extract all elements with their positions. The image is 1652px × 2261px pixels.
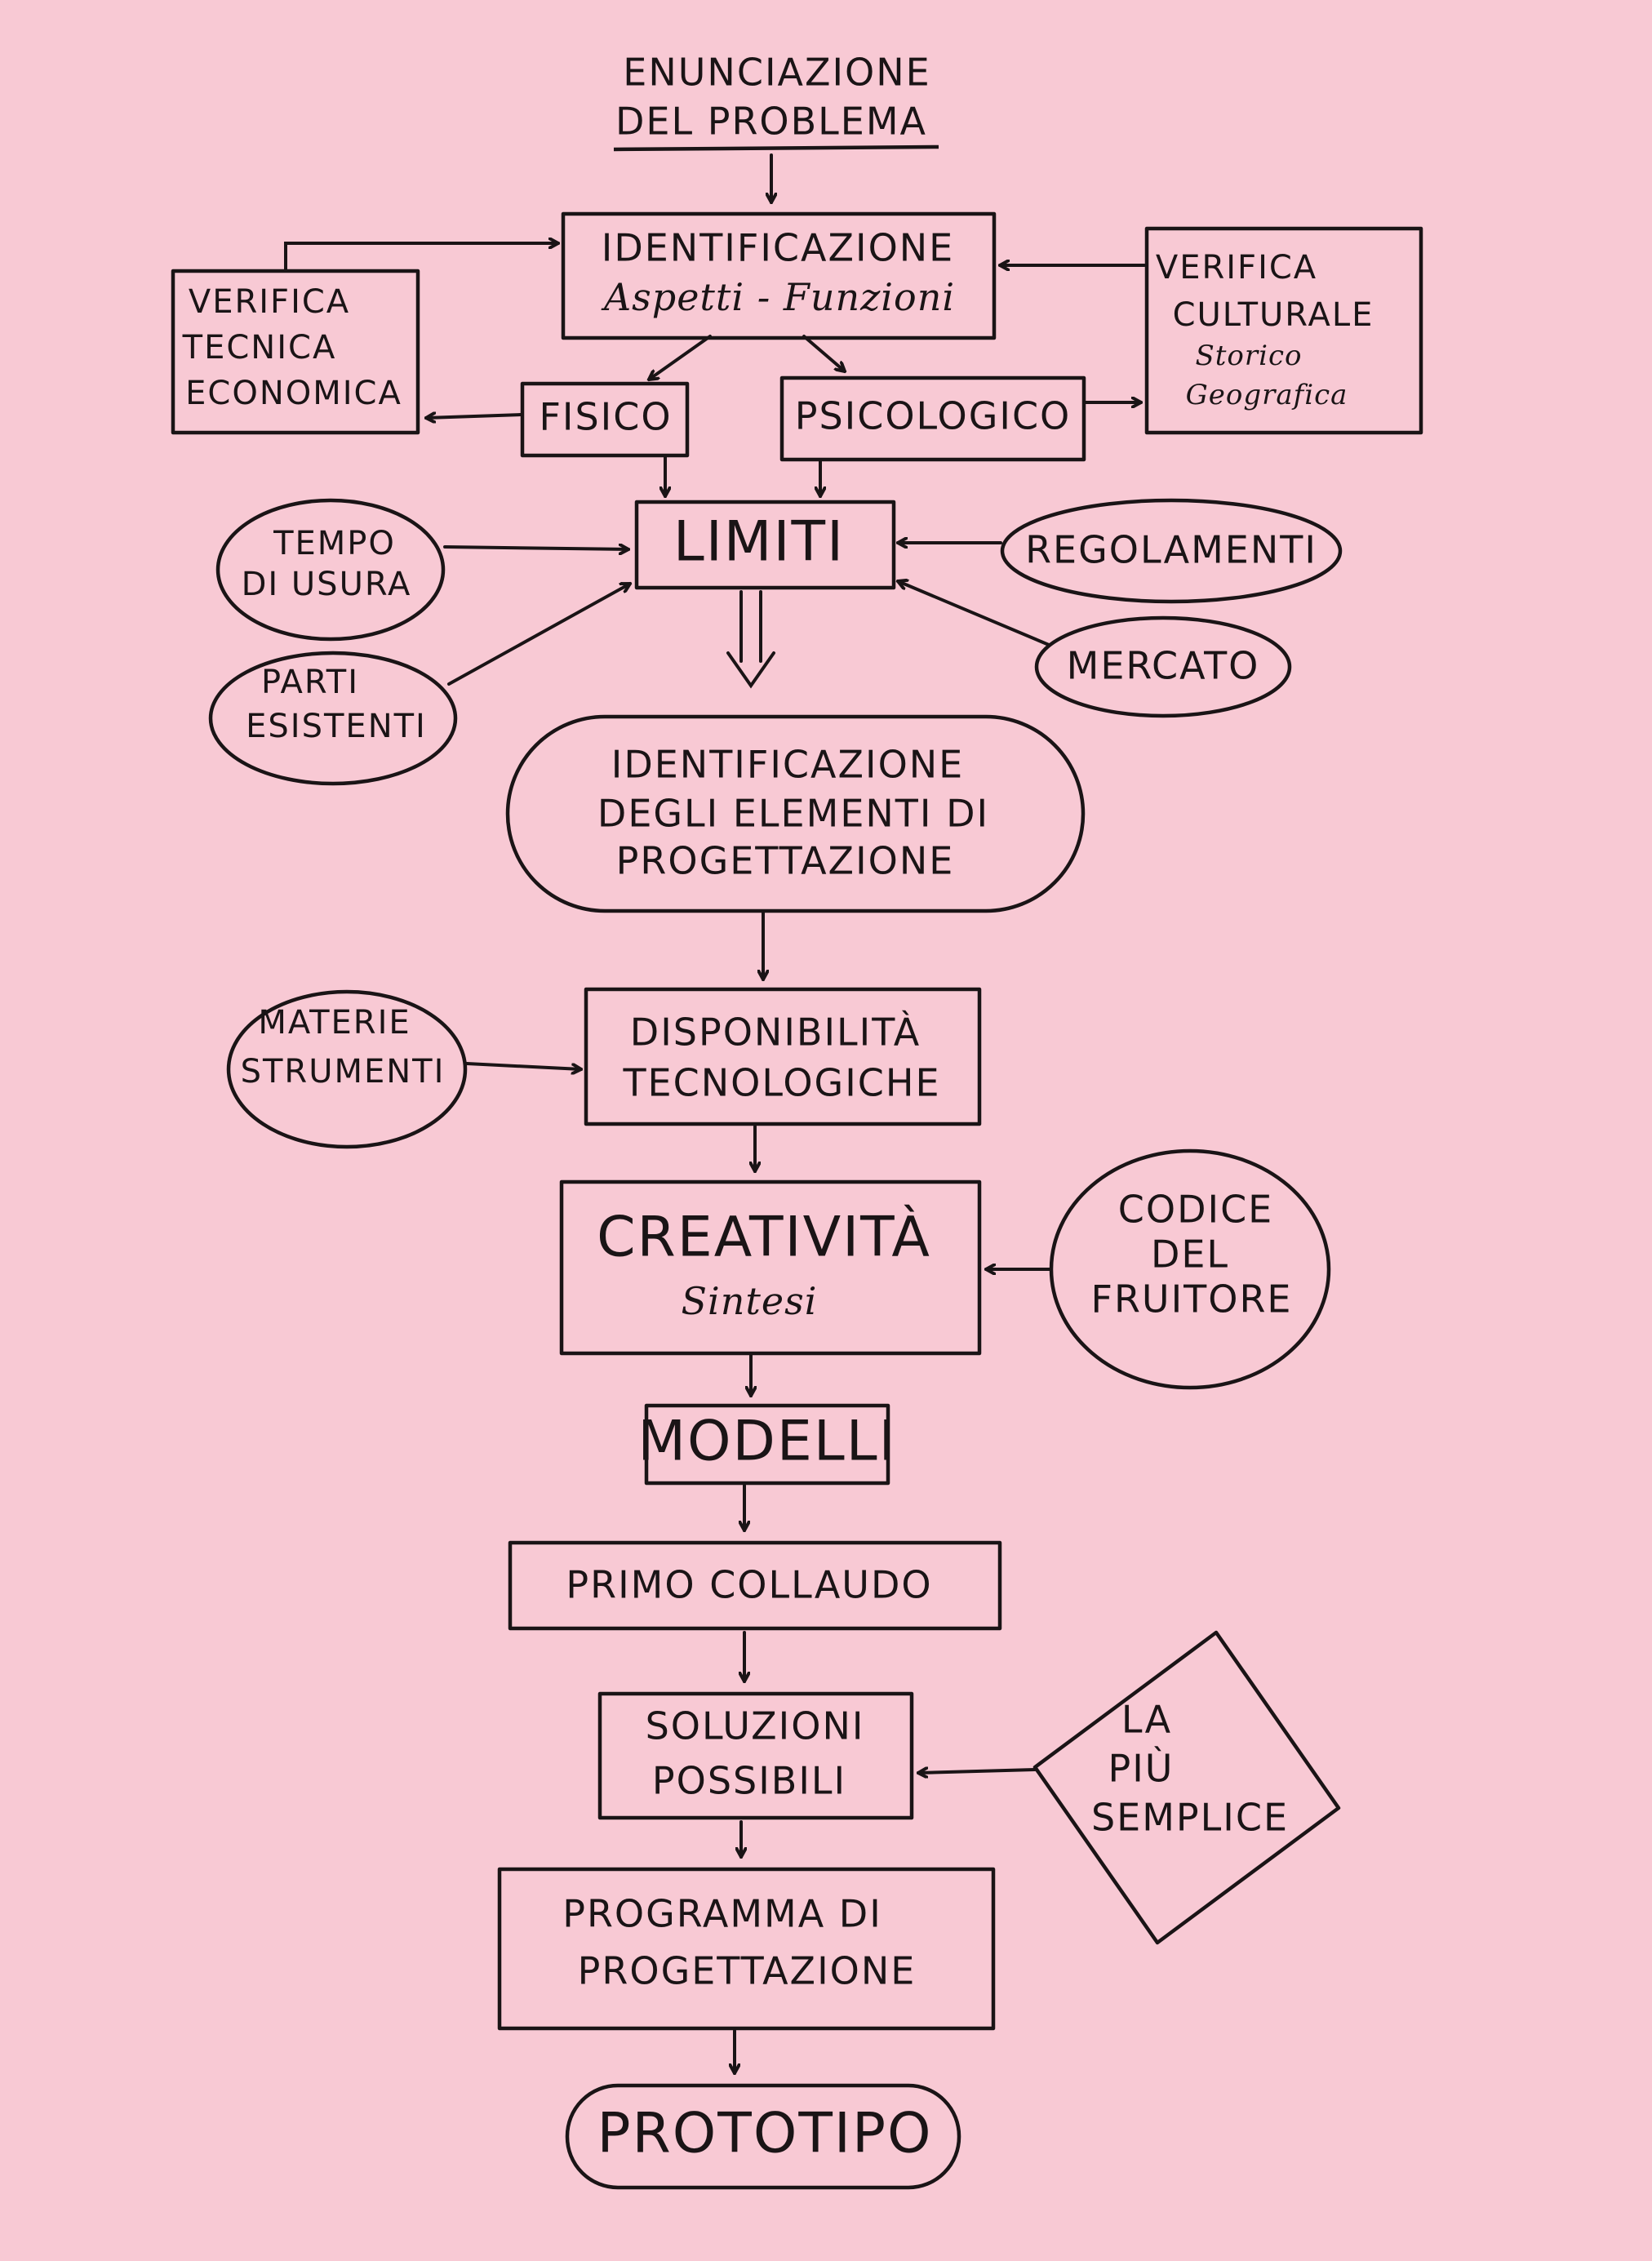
codice-fruitore-line1: CODICE [1118, 1188, 1274, 1232]
soluzioni-frame [597, 1691, 914, 1820]
double-arrow-head [726, 651, 775, 689]
materie-strumenti-ellipse [226, 989, 468, 1149]
prototipo-label: PROTOTIPO [597, 2102, 933, 2166]
verifica-tecnica-box: VERIFICA TECNICA ECONOMICA [171, 269, 420, 435]
disponibilita-box: DISPONIBILITÀ TECNOLOGICHE [584, 987, 982, 1126]
materie-strumenti-line1: MATERIE [258, 1004, 411, 1042]
identificazione-elementi-line1: IDENTIFICAZIONE [611, 743, 965, 787]
verifica-culturale-line3: Storico [1195, 340, 1302, 372]
la-piu-semplice-line1: LA [1121, 1698, 1172, 1742]
regolamenti-label: REGOLAMENTI [1025, 528, 1317, 572]
parti-esistenti-line1: PARTI [261, 664, 359, 701]
identificazione-elementi-line3: PROGETTAZIONE [616, 839, 955, 883]
verifica-culturale-line2: CULTURALE [1173, 296, 1374, 334]
la-piu-semplice-diamond [1032, 1630, 1341, 1945]
verifica-culturale-box: VERIFICA CULTURALE Storico Geografica [1144, 226, 1423, 435]
creativita-box: CREATIVITÀ Sintesi [559, 1179, 982, 1356]
verifica-tecnica-frame [171, 269, 420, 435]
verifica-culturale-frame [1144, 226, 1423, 435]
arrow-identificazione-to-fisico [649, 335, 712, 380]
tempo-di-usura-line2: DI USURA [242, 566, 412, 603]
arrow-tempo-to-limiti [443, 547, 628, 549]
identificazione-elementi-line2: DEGLI ELEMENTI DI [597, 792, 989, 836]
arrow-mercato-to-limiti [898, 581, 1050, 646]
arrow-verifica-tecnica-to-identificazione [284, 243, 560, 271]
problem-statement-line1: ENUNCIAZIONE [623, 51, 930, 95]
tempo-di-usura-line1: TEMPO [273, 525, 396, 562]
programma-box: PROGRAMMA DI PROGETTAZIONE [497, 1867, 996, 2031]
arrow-fisico-to-verifica-tecnica [426, 415, 522, 418]
disponibilita-line2: TECNOLOGICHE [622, 1061, 940, 1105]
mercato-label: MERCATO [1067, 644, 1260, 688]
parti-esistenti-node: PARTI ESISTENTI [208, 651, 458, 786]
programma-line1: PROGRAMMA DI [562, 1892, 882, 1936]
programma-frame [497, 1867, 996, 2031]
problem-statement-line2: DEL PROBLEMA [615, 100, 927, 144]
creativita-frame [559, 1179, 982, 1356]
fisico-box: FISICO [520, 381, 690, 458]
arrow-parti-to-limiti [447, 584, 630, 686]
fisico-label: FISICO [539, 395, 672, 439]
fisico-frame [520, 381, 690, 458]
tempo-di-usura-node: TEMPO DI USURA [215, 498, 446, 642]
creativita-line2: Sintesi [682, 1279, 818, 1323]
codice-fruitore-line2: DEL [1151, 1233, 1229, 1277]
arrow-materie-to-disponibilita [465, 1062, 581, 1069]
primo-collaudo-frame [508, 1540, 1002, 1631]
materie-strumenti-line2: STRUMENTI [241, 1053, 446, 1091]
arrow-identificazione-to-psicologico [802, 335, 845, 371]
creativita-line1: CREATIVITÀ [597, 1205, 931, 1270]
verifica-tecnica-line3: ECONOMICA [185, 375, 402, 412]
disponibilita-frame [584, 987, 982, 1126]
modelli-box: MODELLI [637, 1403, 896, 1486]
identificazione-elementi-frame [505, 714, 1086, 913]
identificazione-box: IDENTIFICAZIONE Aspetti - Funzioni [561, 211, 997, 340]
la-piu-semplice-node: LA PIÙ SEMPLICE [1032, 1630, 1341, 1945]
codice-fruitore-node: CODICE DEL FRUITORE [1049, 1148, 1331, 1390]
identificazione-frame [561, 211, 997, 340]
primo-collaudo-label: PRIMO COLLAUDO [566, 1563, 932, 1607]
verifica-culturale-line1: VERIFICA [1156, 249, 1317, 287]
prototipo-node: PROTOTIPO [565, 2083, 961, 2190]
modelli-frame [644, 1403, 890, 1486]
mercato-node: MERCATO [1034, 615, 1292, 718]
materie-strumenti-node: MATERIE STRUMENTI [226, 989, 468, 1149]
parti-esistenti-line2: ESISTENTI [246, 708, 427, 745]
limiti-frame [634, 500, 896, 590]
psicologico-box: PSICOLOGICO [779, 375, 1086, 462]
arrow-semplice-to-soluzioni [918, 1770, 1037, 1773]
identificazione-elementi-node: IDENTIFICAZIONE DEGLI ELEMENTI DI PROGET… [505, 714, 1086, 913]
mercato-ellipse [1034, 615, 1292, 718]
double-arrow-limiti-to-elementi [726, 590, 775, 689]
verifica-culturale-line4: Geografica [1186, 379, 1348, 411]
prototipo-frame [565, 2083, 961, 2190]
identificazione-line1: IDENTIFICAZIONE [602, 226, 955, 270]
disponibilita-line1: DISPONIBILITÀ [630, 1011, 921, 1055]
programma-line2: PROGETTAZIONE [578, 1949, 917, 1993]
title-underline [613, 144, 939, 152]
soluzioni-line2: POSSIBILI [652, 1759, 846, 1803]
regolamenti-ellipse [1000, 498, 1343, 604]
primo-collaudo-box: PRIMO COLLAUDO [508, 1540, 1002, 1631]
verifica-tecnica-line2: TECNICA [182, 329, 337, 366]
soluzioni-line1: SOLUZIONI [646, 1704, 865, 1748]
modelli-label: MODELLI [637, 1410, 896, 1474]
tempo-di-usura-ellipse [215, 498, 446, 642]
la-piu-semplice-line3: SEMPLICE [1091, 1796, 1289, 1840]
limiti-label: LIMITI [673, 510, 845, 575]
problem-statement: ENUNCIAZIONE DEL PROBLEMA [613, 51, 939, 152]
parti-esistenti-ellipse [208, 651, 458, 786]
identificazione-line2: Aspetti - Funzioni [601, 275, 955, 319]
verifica-tecnica-line1: VERIFICA [189, 283, 350, 321]
psicologico-frame [779, 375, 1086, 462]
psicologico-label: PSICOLOGICO [795, 394, 1072, 438]
regolamenti-node: REGOLAMENTI [1000, 498, 1343, 604]
soluzioni-box: SOLUZIONI POSSIBILI [597, 1691, 914, 1820]
codice-fruitore-line3: FRUITORE [1091, 1277, 1293, 1322]
limiti-box: LIMITI [634, 500, 896, 590]
la-piu-semplice-line2: PIÙ [1108, 1747, 1175, 1791]
